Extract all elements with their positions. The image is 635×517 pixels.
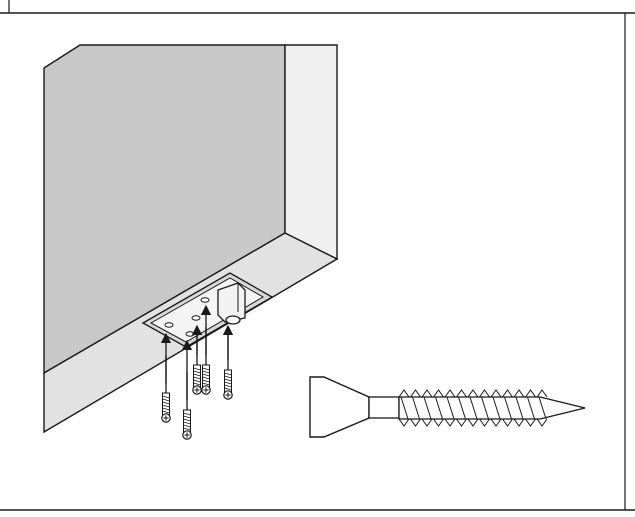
thread-tooth bbox=[456, 389, 467, 427]
thread-tooth bbox=[433, 389, 444, 427]
thread-tooth bbox=[490, 389, 502, 427]
screw-hole bbox=[191, 315, 201, 321]
screw-small-1 bbox=[161, 354, 171, 423]
screw-shank bbox=[368, 396, 400, 419]
thread-tooth bbox=[444, 389, 456, 427]
pivot-pin bbox=[217, 282, 246, 325]
thread-tooth bbox=[467, 389, 479, 427]
panel-side bbox=[284, 44, 338, 261]
thread-tooth bbox=[479, 389, 490, 427]
thread-tooth bbox=[513, 389, 525, 427]
thread-tooth bbox=[398, 389, 410, 427]
thread-tooth bbox=[536, 389, 548, 427]
screw-threads bbox=[398, 396, 586, 420]
screw-hole bbox=[185, 331, 195, 337]
large-screw bbox=[309, 376, 586, 438]
thread-tooth bbox=[421, 389, 433, 427]
thread-tooth bbox=[502, 389, 513, 427]
thread-tooth bbox=[525, 389, 536, 427]
small-screws-group bbox=[160, 304, 234, 440]
thread-tooth bbox=[410, 389, 421, 427]
screw-hole bbox=[164, 322, 174, 328]
screw-hole bbox=[200, 297, 210, 303]
screw-small-5 bbox=[223, 331, 233, 400]
screw-small-2 bbox=[182, 371, 192, 440]
screw-head bbox=[309, 376, 370, 438]
